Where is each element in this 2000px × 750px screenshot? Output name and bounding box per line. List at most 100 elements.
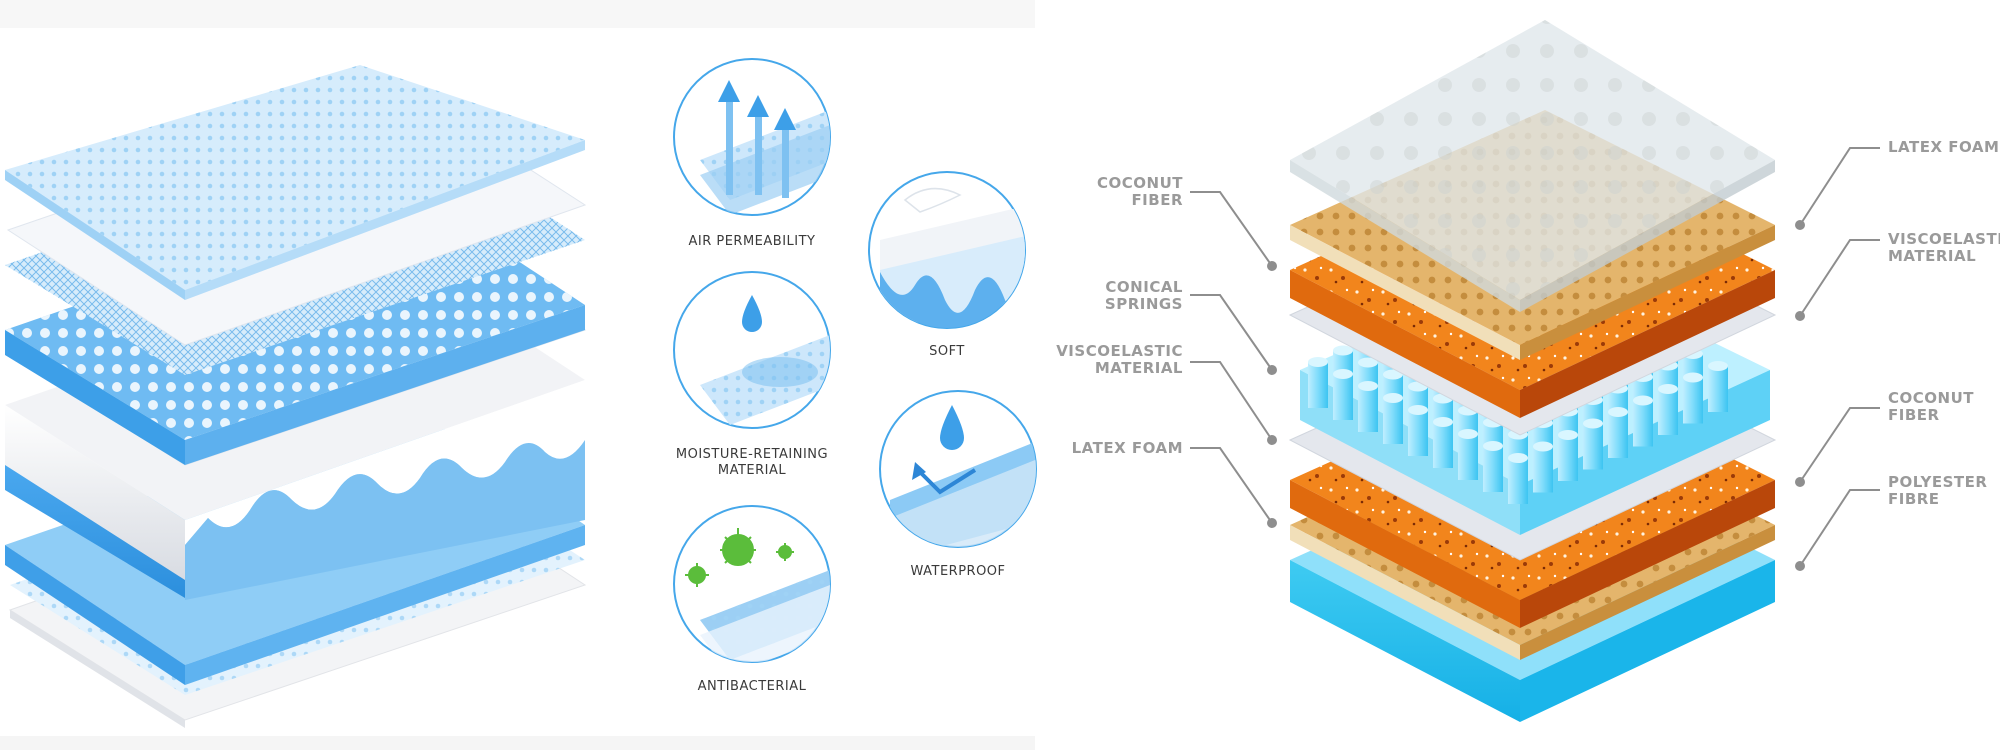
spring-coil-top	[1358, 357, 1378, 368]
callout-left-viscoelastic: VISCOELASTIC MATERIAL	[1056, 342, 1277, 445]
spring-coil	[1508, 458, 1528, 504]
blue-base-layer-front	[185, 525, 585, 685]
spring-coil	[1433, 422, 1453, 468]
tan-top-front	[1520, 225, 1775, 360]
callout-right-viscoelastic: VISCOELASTIC MATERIAL	[1795, 230, 2000, 321]
callout-right-polyester-fibre: POLYESTER FIBRE	[1795, 473, 1987, 571]
bounce-arrow-head-icon	[912, 462, 926, 480]
feature-moisture-retaining: MOISTURE-RETAINING MATERIAL	[673, 271, 831, 478]
spring-coil	[1583, 423, 1603, 470]
callout-left-3-dot	[1267, 435, 1277, 445]
callouts-left: COCONUT FIBER CONICAL SPRINGS VISCOELAST…	[1056, 174, 1277, 528]
foam-block-wave-front	[185, 440, 585, 600]
feature-air-permeability: AIR PERMEABILITY	[673, 58, 831, 249]
callout-right-4-line	[1799, 489, 1880, 567]
feature-antibacterial: ANTIBACTERIAL	[673, 505, 831, 694]
spring-coil	[1708, 366, 1728, 412]
callout-right-1-line	[1799, 147, 1880, 226]
top-perforated-sheet-dots	[5, 65, 585, 290]
callout-right-latex-foam: LATEX FOAM	[1795, 138, 1999, 230]
spring-coil	[1533, 446, 1553, 493]
spring-coil-top	[1333, 369, 1353, 379]
spring-coil	[1558, 435, 1578, 481]
moisture-spot	[742, 357, 818, 387]
spring-coil	[1383, 398, 1403, 444]
callout-left-latex-foam: LATEX FOAM	[1072, 439, 1277, 528]
callout-right-1-line1: LATEX FOAM	[1888, 138, 1999, 156]
foam-block-front-white	[185, 380, 585, 545]
callout-right-3-dot	[1795, 477, 1805, 487]
callout-left-coconut-fiber: COCONUT FIBER	[1097, 174, 1277, 271]
latex-top-front	[1520, 160, 1775, 312]
spring-coil	[1358, 386, 1378, 432]
blue-padded-layer-side	[5, 330, 185, 465]
spring-coil-top	[1333, 345, 1353, 356]
air-arrows-icon	[718, 80, 796, 198]
antibacterial-label: ANTIBACTERIAL	[698, 679, 807, 694]
callout-left-3-line2: MATERIAL	[1095, 359, 1183, 377]
moisture-label: MOISTURE-RETAINING	[676, 447, 828, 462]
callout-left-4-dot	[1267, 518, 1277, 528]
spring-coil	[1483, 446, 1503, 492]
spring-coil-top	[1508, 453, 1528, 463]
callouts-right: LATEX FOAM VISCOELASTIC MATERIAL COCONUT…	[1795, 138, 2000, 571]
orange-bottom-front	[1520, 480, 1775, 628]
callout-left-4-line	[1190, 447, 1273, 524]
callout-left-2-line	[1190, 294, 1273, 371]
feature-waterproof: WATERPROOF	[879, 390, 1037, 579]
spring-coil-top	[1608, 407, 1628, 417]
orange-top-side	[1290, 270, 1520, 418]
air-permeability-label: AIR PERMEABILITY	[688, 234, 815, 249]
spring-coil-top	[1383, 369, 1403, 380]
tan-bottom-side	[1290, 525, 1520, 660]
antibacterial-sheet-lower	[700, 585, 830, 662]
moisture-label-line2: MATERIAL	[718, 463, 787, 478]
callout-left-2-line2: SPRINGS	[1105, 295, 1183, 313]
spring-coil	[1458, 434, 1478, 480]
callout-right-3-line2: FIBER	[1888, 406, 1940, 424]
spring-coil-top	[1658, 384, 1678, 394]
spring-coil-top	[1308, 357, 1328, 367]
tan-bottom-front	[1520, 525, 1775, 660]
callout-left-1-line1: COCONUT	[1097, 174, 1183, 192]
cyan-base-front	[1520, 560, 1775, 722]
orange-top-front	[1520, 270, 1775, 418]
left-panel-top-band	[0, 0, 1035, 28]
orange-bottom-side	[1290, 480, 1520, 628]
callout-left-4-line1: LATEX FOAM	[1072, 439, 1183, 457]
callout-left-1-line	[1190, 191, 1273, 267]
callout-right-3-line1: COCONUT	[1888, 389, 1974, 407]
spring-coil-top	[1483, 441, 1503, 451]
spring-coil	[1408, 410, 1428, 456]
cyan-base-side	[1290, 560, 1520, 722]
callout-right-4-line2: FIBRE	[1888, 490, 1940, 508]
foam-block-blue-stripe	[5, 465, 185, 598]
latex-top-side	[1290, 160, 1520, 312]
callout-left-2-dot	[1267, 365, 1277, 375]
callout-left-2-line1: CONICAL	[1105, 278, 1183, 296]
blue-padded-layer-front	[185, 305, 585, 465]
spring-coil-top	[1408, 405, 1428, 415]
soft-label: SOFT	[929, 344, 965, 359]
spring-coil-top	[1633, 395, 1653, 406]
bottom-white-sheet-edge	[10, 610, 185, 728]
spring-coil-top	[1358, 381, 1378, 391]
tan-top-side	[1290, 225, 1520, 360]
latex-top-cells	[1290, 20, 1775, 300]
spring-coil-top	[1433, 417, 1453, 427]
bounce-arrow-icon	[916, 468, 977, 495]
orthopedic-mattress-stack	[1288, 20, 1777, 722]
spring-coil	[1633, 400, 1653, 447]
callout-left-1-dot	[1267, 261, 1277, 271]
callout-right-1-dot	[1795, 220, 1805, 230]
spring-coil-top	[1708, 361, 1728, 371]
blue-base-layer-side	[5, 545, 185, 685]
spring-coil-top	[1583, 418, 1603, 429]
callout-left-3-line	[1190, 361, 1273, 441]
callout-right-3-line	[1799, 407, 1880, 483]
callout-left-3-line1: VISCOELASTIC	[1056, 342, 1183, 360]
callout-right-coconut-fiber: COCONUT FIBER	[1795, 389, 1974, 487]
spring-coil	[1333, 374, 1353, 420]
spring-coil	[1308, 362, 1328, 408]
